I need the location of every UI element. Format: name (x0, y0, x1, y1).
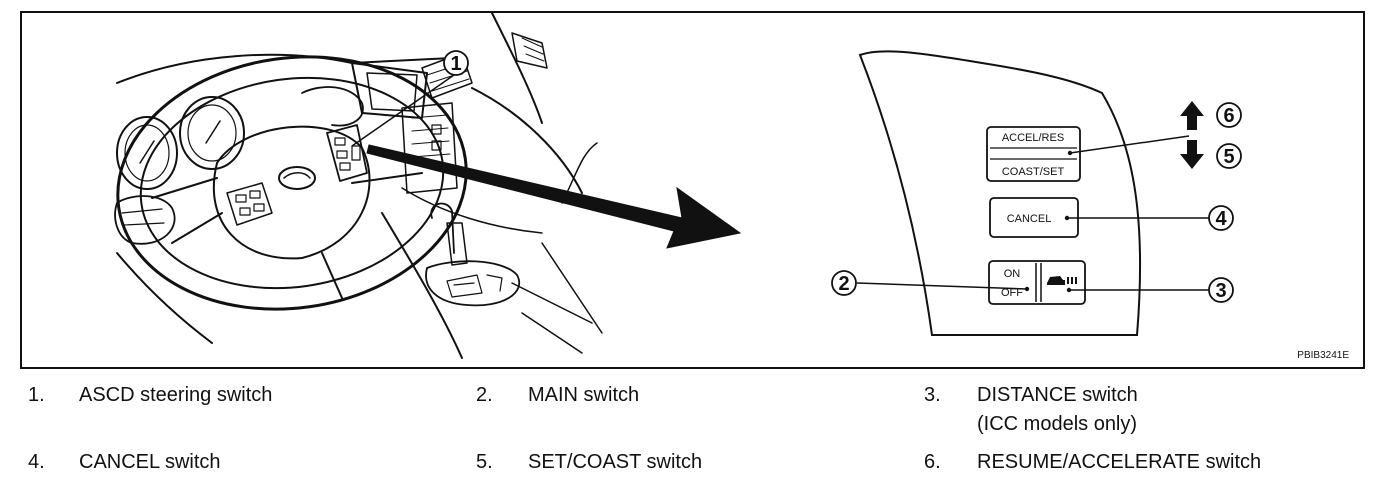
callout-3-label: 3 (1215, 280, 1226, 302)
legend-num-3: 3. (924, 384, 941, 406)
distance-car-icon (1047, 276, 1077, 285)
accel-coast-switch[interactable]: ACCEL/RES COAST/SET (986, 126, 1081, 182)
switch-panel: ACCEL/RES COAST/SET CANCEL ON OFF (858, 50, 1204, 336)
callout-3: 3 (1208, 277, 1234, 303)
accel-res-label: ACCEL/RES (1002, 132, 1064, 144)
callout-1: 1 (351, 50, 469, 147)
callout-4-label: 4 (1215, 208, 1227, 230)
legend-num-1: 1. (28, 384, 45, 406)
pointer-arrow (366, 144, 742, 249)
legend-text-1: ASCD steering switch (79, 384, 273, 406)
leader-lines (856, 135, 1209, 291)
down-arrow-icon (1180, 140, 1204, 169)
dashboard-illustration (114, 13, 603, 359)
legend-num-4: 4. (28, 451, 45, 473)
callout-1-label: 1 (450, 53, 461, 75)
callout-2: 2 (831, 270, 857, 296)
figure-code: PBIB3241E (1297, 350, 1349, 361)
coast-set-label: COAST/SET (1002, 166, 1065, 178)
diagram-svg: 1 ACCEL/RES COAST/SET CANCEL (114, 13, 1242, 359)
legend-text-6: RESUME/ACCELERATE switch (977, 451, 1262, 473)
legend-num-6: 6. (924, 451, 941, 473)
on-label: ON (1004, 268, 1021, 280)
callout-6-label: 6 (1223, 105, 1234, 127)
cancel-label: CANCEL (1007, 213, 1052, 225)
up-arrow-icon (1180, 101, 1204, 130)
callout-5-label: 5 (1223, 146, 1234, 168)
callout-5: 5 (1216, 143, 1242, 169)
legend-num-2: 2. (476, 384, 493, 406)
legend-text-3: DISTANCE switch (977, 384, 1138, 406)
legend-text-2: MAIN switch (528, 384, 640, 406)
legend-text-3b: (ICC models only) (977, 413, 1138, 435)
callout-6: 6 (1216, 102, 1242, 128)
legend-text-5: SET/COAST switch (528, 451, 703, 473)
callout-2-label: 2 (838, 273, 849, 295)
diagram-figure: 1 ACCEL/RES COAST/SET CANCEL (20, 11, 1365, 369)
cancel-switch[interactable]: CANCEL (989, 197, 1079, 238)
legend-num-5: 5. (476, 451, 493, 473)
legend-text-4: CANCEL switch (79, 451, 221, 473)
off-label: OFF (1001, 287, 1023, 299)
main-distance-switch[interactable]: ON OFF (988, 260, 1086, 305)
callout-4: 4 (1208, 205, 1234, 231)
